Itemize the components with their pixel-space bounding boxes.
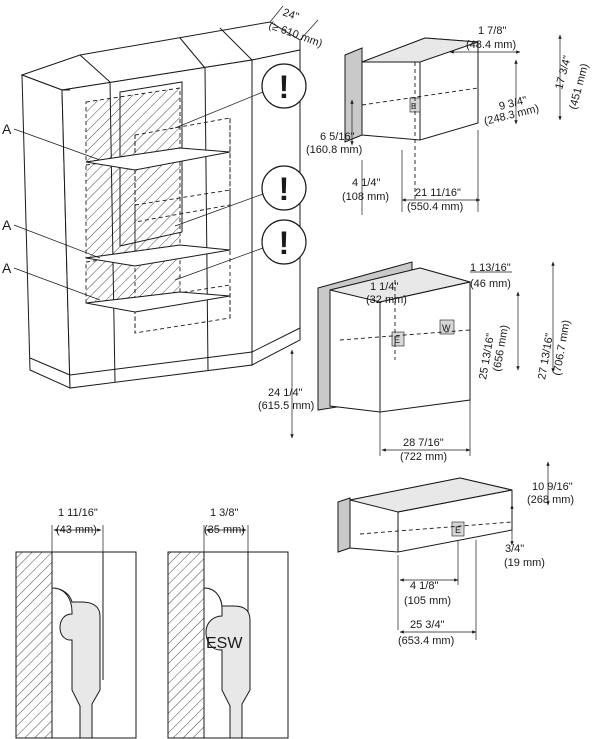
dim-mid-2-mm: (46 mm)	[470, 278, 511, 290]
marker-e: E	[411, 102, 416, 111]
dim-mid-6-mm: (722 mm)	[400, 451, 447, 463]
dim-mid-5-mm: (615.5 mm)	[258, 400, 314, 412]
dim-drawer-3-mm: (105 mm)	[404, 595, 451, 607]
dim-drawer-4-mm: (653.4 mm)	[398, 635, 454, 647]
oven-mid-drawing: E W 1 1/4" (32 mm) 1 13/16" (46 mm) 25 1…	[258, 261, 573, 463]
plug-left-shape	[51, 587, 101, 739]
dim-mid-1-in: 1 1/4"	[370, 281, 398, 293]
label-esw: ESW	[206, 635, 243, 652]
dim-top-4-mm: (160.8 mm)	[306, 144, 362, 156]
dim-drawer-3-in: 4 1/8"	[410, 580, 438, 592]
marker-w: W	[442, 323, 451, 333]
dim-drawer-2-mm: (19 mm)	[504, 557, 545, 569]
warning-icon: !	[261, 165, 307, 211]
dim-drawer-4-in: 25 3/4"	[410, 619, 445, 631]
dim-mid-1-mm: (32 mm)	[366, 294, 407, 306]
plug-detail-left: 1 11/16" (43 mm)	[15, 507, 137, 739]
plug-detail-right: 1 3/8" (35 mm) ESW	[167, 507, 289, 739]
cabinet-drawing: A A A ! ! ! 24" (≥ 610 mm)	[2, 5, 324, 389]
dim-plug-right-in: 1 3/8"	[210, 507, 238, 519]
warning-icon: !	[261, 63, 307, 109]
dim-mid-5-in: 24 1/4"	[268, 387, 303, 399]
svg-text:!: !	[279, 171, 290, 207]
dim-plug-right-mm: (35 mm)	[204, 524, 245, 536]
dim-drawer-1-mm: (268 mm)	[527, 494, 574, 506]
dim-top-3-mm: (451 mm)	[567, 62, 591, 111]
dim-mid-3-mm: (656 mm)	[491, 324, 511, 372]
svg-text:!: !	[279, 225, 290, 261]
label-a-1: A	[2, 121, 12, 137]
dim-mid-6-in: 28 7/16"	[403, 437, 444, 449]
oven-top-faceplate	[344, 47, 363, 143]
label-a-3: A	[2, 260, 12, 276]
dim-top-4-in: 6 5/16"	[320, 131, 355, 143]
drawer-faceplate	[337, 497, 351, 553]
dim-top-5-in: 4 1/4"	[352, 177, 380, 189]
dim-top-1-mm: (48.4 mm)	[466, 39, 516, 51]
dim-plug-left-in: 1 11/16"	[58, 507, 98, 519]
svg-text:!: !	[279, 69, 290, 105]
dim-drawer-2-in: 3/4"	[505, 543, 524, 555]
dim-top-6-in: 21 11/16"	[415, 187, 461, 199]
oven-top-drawing: E 1 7/8" (48.4 mm) 9 3/4" (248.3 mm) 17 …	[306, 25, 591, 215]
dim-mid-4-mm: (706.7 mm)	[551, 319, 573, 376]
cabinet-depth-in: 24"	[281, 7, 300, 24]
dim-top-6-mm: (550.4 mm)	[407, 201, 463, 213]
marker-e: E	[394, 335, 400, 345]
dim-plug-left-mm: (43 mm)	[56, 524, 97, 536]
plug-right-shape	[203, 587, 251, 739]
dim-mid-2-in: 1 13/16"	[470, 262, 511, 274]
dim-top-5-mm: (108 mm)	[342, 191, 389, 203]
warning-icon: !	[261, 219, 307, 265]
dim-top-3-in: 17 3/4"	[553, 54, 574, 91]
label-a-2: A	[2, 217, 12, 233]
marker-e: E	[455, 525, 461, 535]
dim-drawer-1-in: 10 9/16"	[532, 481, 573, 493]
drawer-drawing: E 10 9/16" (268 mm) 3/4" (19 mm) 4 1/8" …	[337, 461, 574, 647]
dim-top-1-in: 1 7/8"	[478, 25, 506, 37]
